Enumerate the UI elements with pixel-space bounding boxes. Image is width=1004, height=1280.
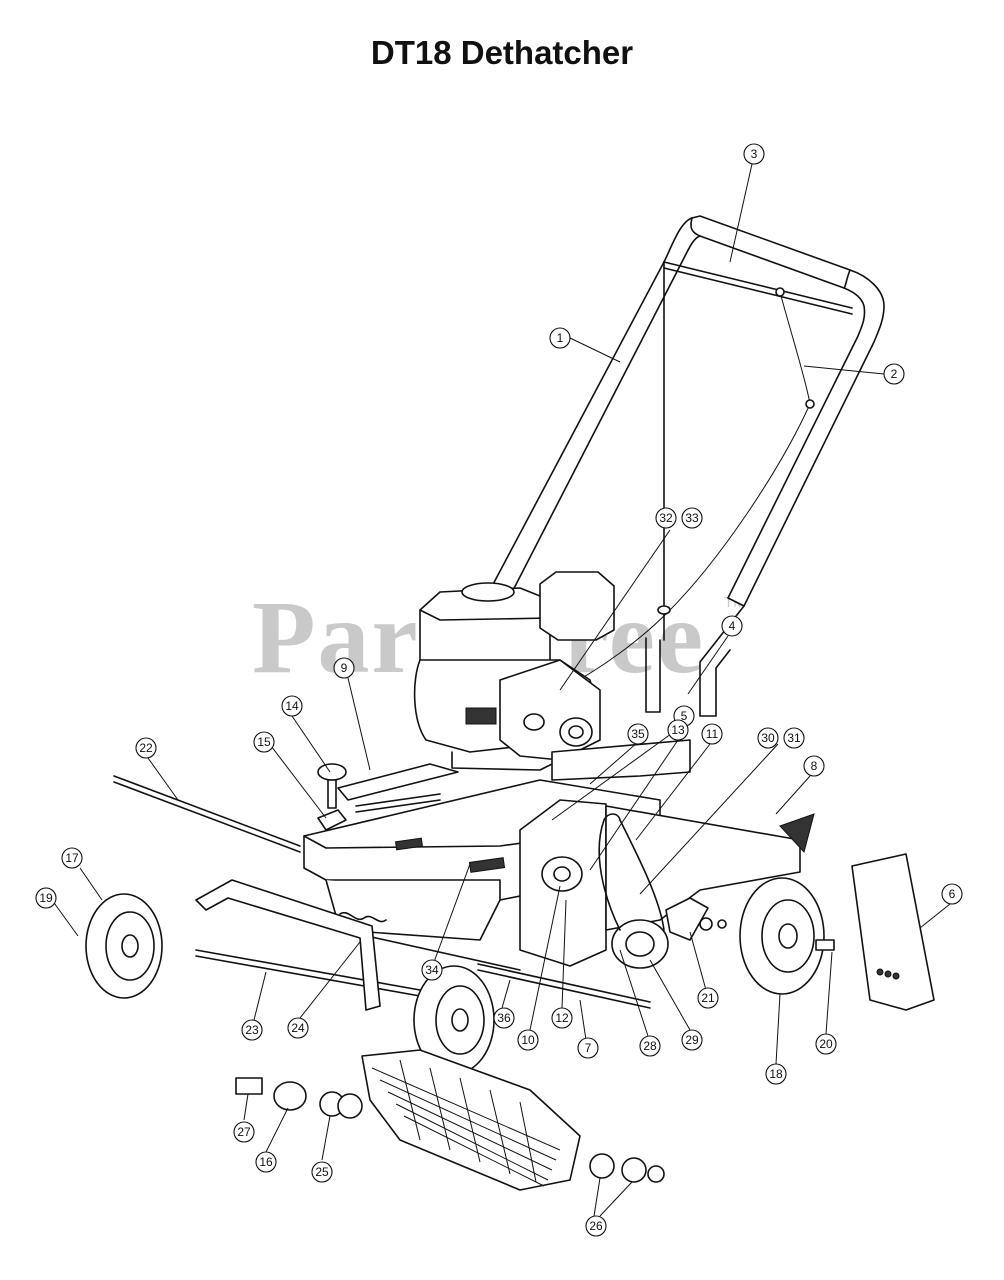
callout-24: 24 bbox=[287, 1017, 309, 1039]
svg-text:8: 8 bbox=[811, 759, 818, 773]
pulleys-belt bbox=[541, 813, 669, 969]
callout-8: 8 bbox=[803, 755, 825, 777]
callout-23: 23 bbox=[241, 1019, 263, 1041]
diagram-title: DT18 Dethatcher bbox=[370, 34, 634, 71]
callout-35: 35 bbox=[627, 723, 649, 745]
callout-20: 20 bbox=[815, 1033, 837, 1055]
callout-7: 7 bbox=[577, 1037, 599, 1059]
depth-knob bbox=[317, 763, 459, 831]
svg-text:35: 35 bbox=[631, 727, 645, 741]
svg-text:4: 4 bbox=[729, 619, 736, 633]
callout-26: 26 bbox=[585, 1215, 607, 1237]
wheels bbox=[85, 877, 835, 1075]
axle-rods bbox=[113, 775, 651, 1011]
svg-text:26: 26 bbox=[589, 1219, 603, 1233]
callout-33: 33 bbox=[681, 507, 703, 529]
callout-15: 15 bbox=[253, 731, 275, 753]
svg-text:3: 3 bbox=[751, 147, 758, 161]
svg-text:25: 25 bbox=[315, 1165, 329, 1179]
callout-19: 19 bbox=[35, 887, 57, 909]
callout-14: 14 bbox=[281, 695, 303, 717]
svg-text:1: 1 bbox=[557, 331, 564, 345]
svg-text:20: 20 bbox=[819, 1037, 833, 1051]
callout-12: 12 bbox=[551, 1007, 573, 1029]
callout-13: 13 bbox=[667, 719, 689, 741]
svg-text:31: 31 bbox=[787, 731, 801, 745]
callout-3: 3 bbox=[743, 143, 765, 165]
svg-text:36: 36 bbox=[497, 1011, 511, 1025]
callout-2: 2 bbox=[883, 363, 905, 385]
side-shield bbox=[779, 813, 935, 1011]
svg-text:17: 17 bbox=[65, 851, 79, 865]
callout-6: 6 bbox=[941, 883, 963, 905]
svg-text:19: 19 bbox=[39, 891, 53, 905]
svg-text:14: 14 bbox=[285, 699, 299, 713]
svg-text:10: 10 bbox=[521, 1033, 535, 1047]
callout-34: 34 bbox=[421, 959, 443, 981]
svg-text:21: 21 bbox=[701, 991, 715, 1005]
callout-1: 1 bbox=[549, 327, 571, 349]
callout-30: 30 bbox=[757, 727, 779, 749]
callout-16: 16 bbox=[255, 1151, 277, 1173]
callout-21: 21 bbox=[697, 987, 719, 1009]
svg-text:7: 7 bbox=[585, 1041, 592, 1055]
dethatching-reel bbox=[235, 1049, 665, 1191]
svg-text:32: 32 bbox=[659, 511, 673, 525]
svg-text:33: 33 bbox=[685, 511, 699, 525]
callout-29: 29 bbox=[681, 1029, 703, 1051]
svg-text:6: 6 bbox=[949, 887, 956, 901]
deck-frame bbox=[303, 739, 801, 971]
callout-18: 18 bbox=[765, 1063, 787, 1085]
callout-25: 25 bbox=[311, 1161, 333, 1183]
svg-text:5: 5 bbox=[681, 709, 688, 723]
callout-36: 36 bbox=[493, 1007, 515, 1029]
svg-text:28: 28 bbox=[643, 1039, 657, 1053]
svg-text:11: 11 bbox=[706, 727, 719, 741]
bearing-bracket bbox=[665, 897, 727, 941]
handle-assembly bbox=[489, 215, 885, 717]
svg-text:30: 30 bbox=[761, 731, 775, 745]
svg-text:13: 13 bbox=[671, 723, 685, 737]
svg-text:12: 12 bbox=[555, 1011, 569, 1025]
callout-31: 31 bbox=[783, 727, 805, 749]
svg-text:23: 23 bbox=[245, 1023, 259, 1037]
callout-11: 11 bbox=[701, 723, 723, 745]
svg-text:2: 2 bbox=[891, 367, 898, 381]
svg-text:29: 29 bbox=[685, 1033, 699, 1047]
svg-text:15: 15 bbox=[257, 735, 271, 749]
callout-27: 27 bbox=[233, 1121, 255, 1143]
callout-32: 32 bbox=[655, 507, 677, 529]
callouts: 1 2 3 4 5 6 7 8 9 10 11 12 13 14 15 16 1… bbox=[35, 143, 963, 1237]
engine bbox=[413, 571, 615, 771]
callout-28: 28 bbox=[639, 1035, 661, 1057]
svg-text:18: 18 bbox=[769, 1067, 783, 1081]
callout-9: 9 bbox=[333, 657, 355, 679]
svg-text:22: 22 bbox=[139, 741, 153, 755]
svg-text:16: 16 bbox=[259, 1155, 273, 1169]
svg-text:27: 27 bbox=[237, 1125, 251, 1139]
callout-10: 10 bbox=[517, 1029, 539, 1051]
svg-text:34: 34 bbox=[425, 963, 439, 977]
svg-text:24: 24 bbox=[291, 1021, 305, 1035]
callout-4: 4 bbox=[721, 615, 743, 637]
svg-text:9: 9 bbox=[341, 661, 348, 675]
callout-22: 22 bbox=[135, 737, 157, 759]
callout-17: 17 bbox=[61, 847, 83, 869]
